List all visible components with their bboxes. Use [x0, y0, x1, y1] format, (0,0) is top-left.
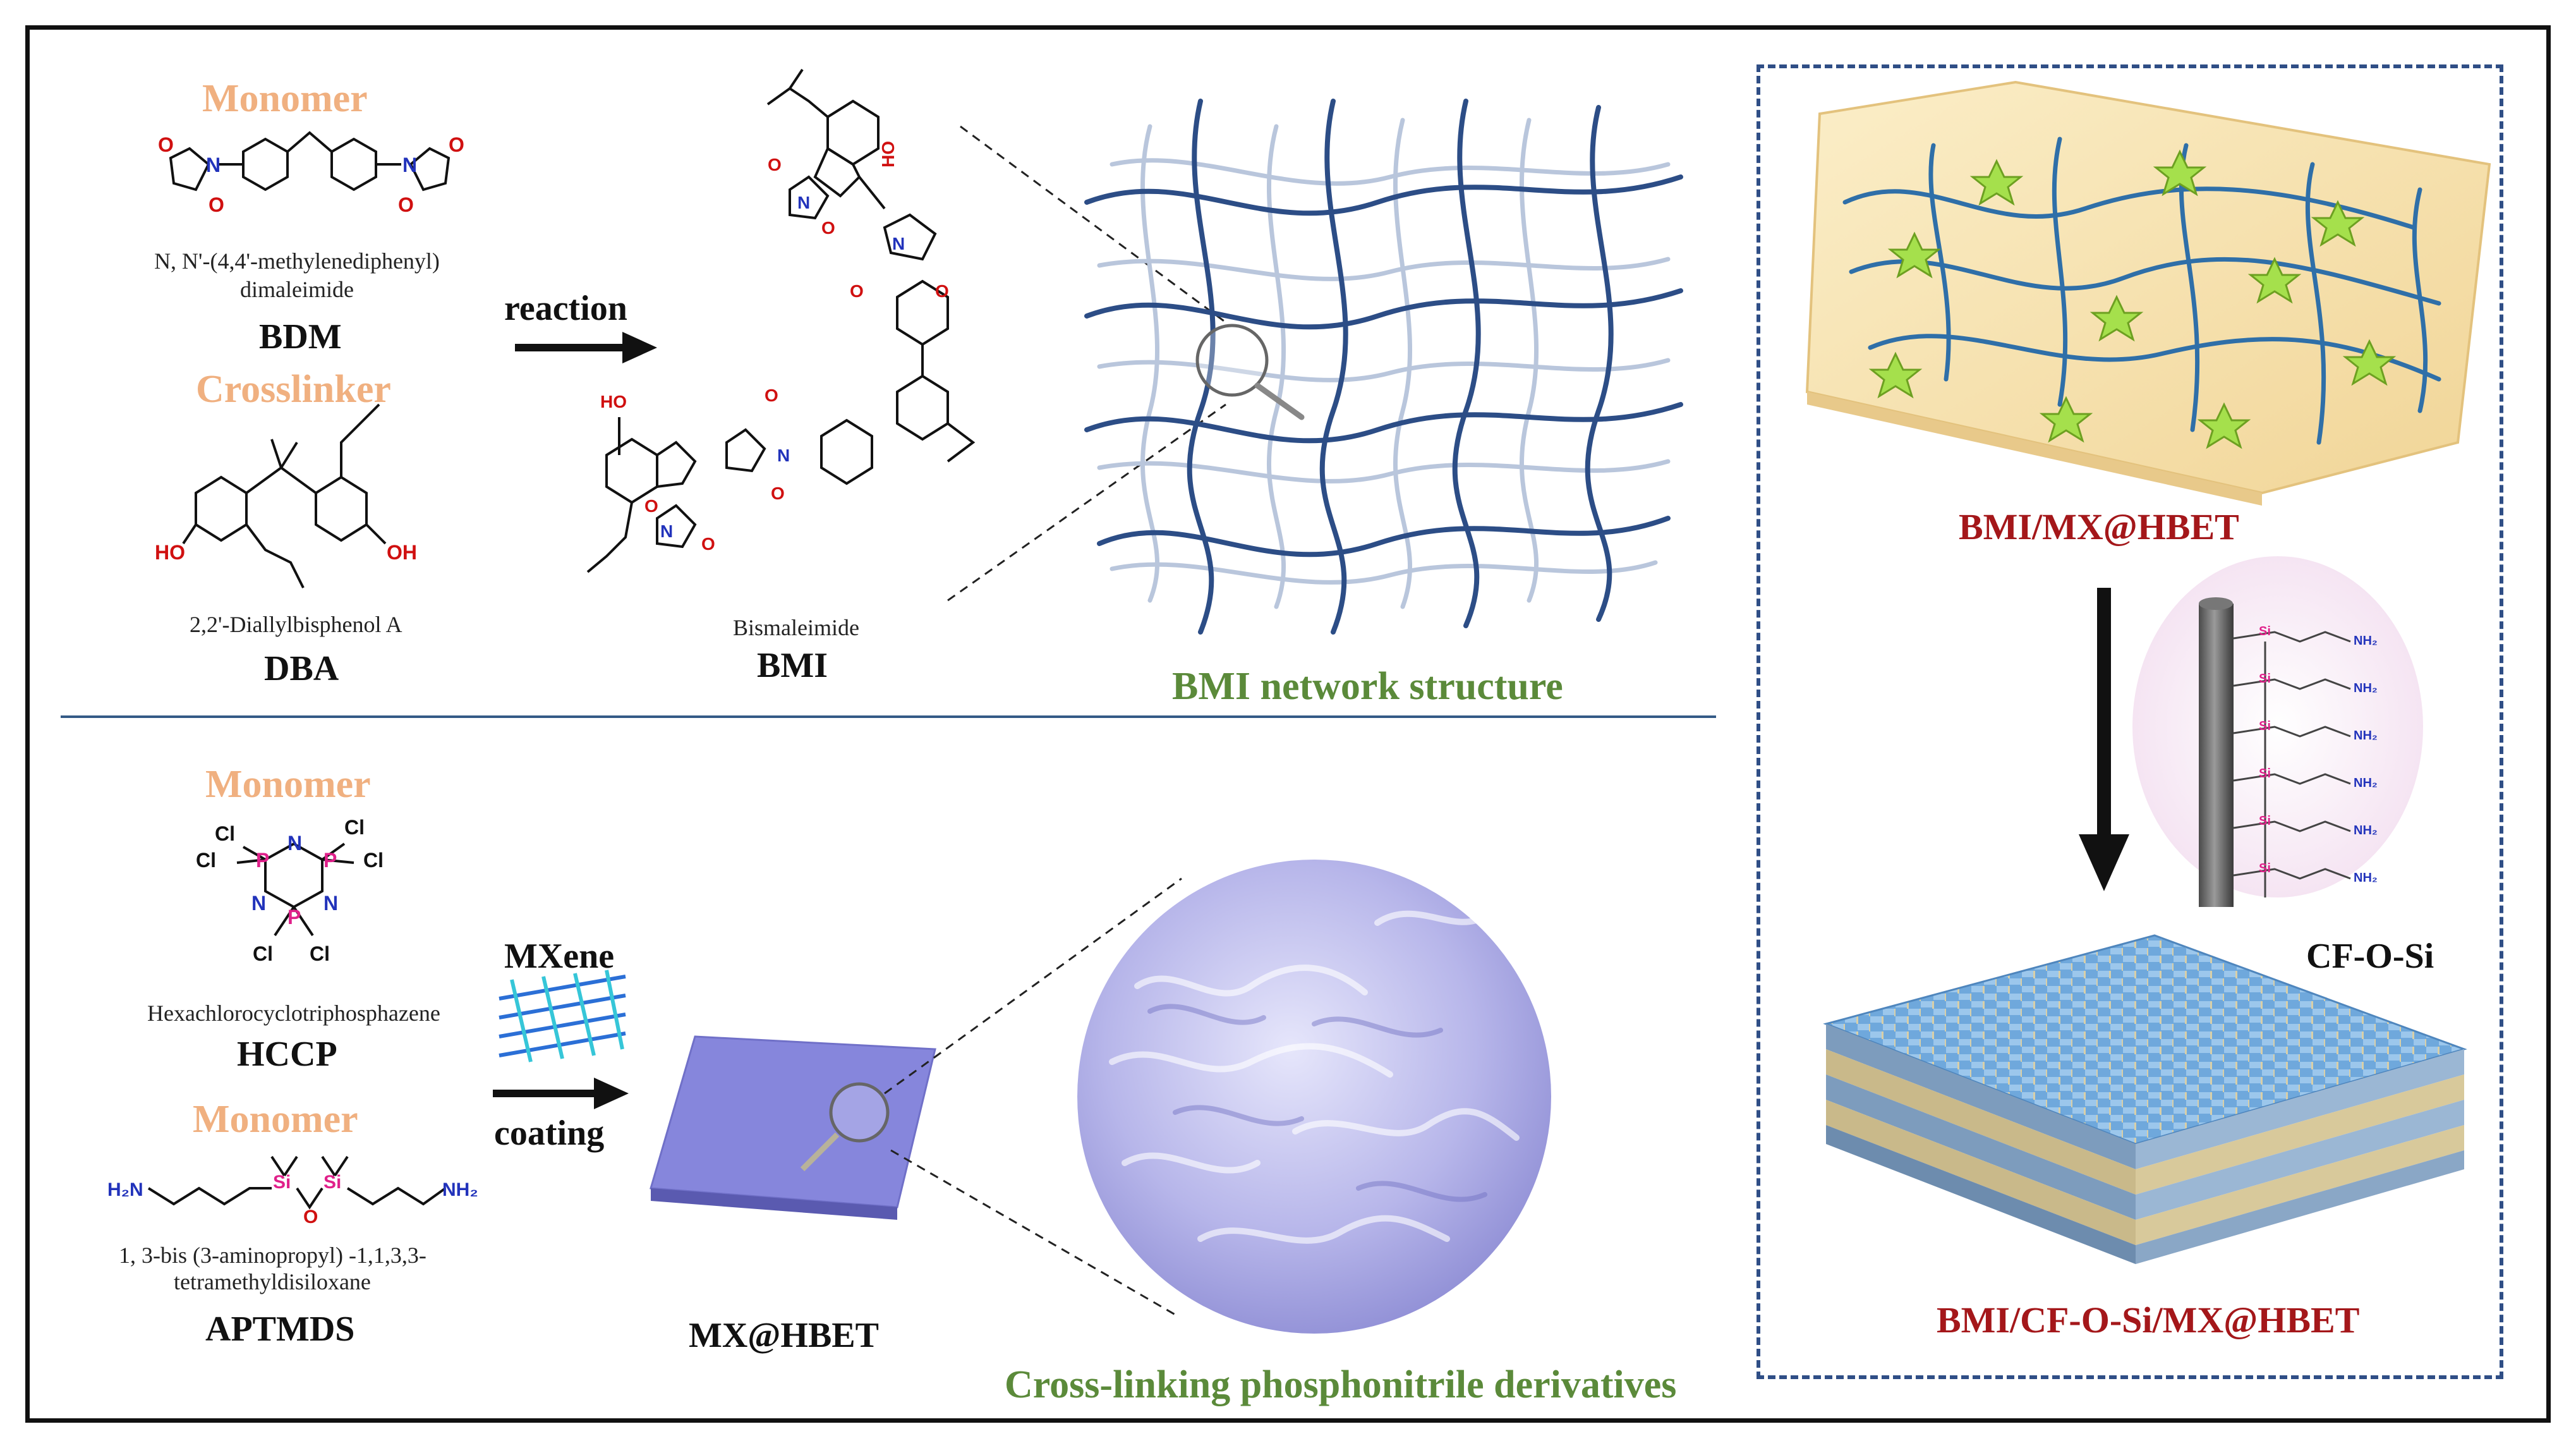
bdm-fullname-line2: dimaleimide [240, 277, 354, 302]
atom-ho: HO [878, 141, 898, 167]
monomer-label-aptmds: Monomer [193, 1098, 358, 1141]
atom-n: N [251, 892, 266, 915]
hccp-fullname: Hexachlorocyclotriphosphazene [147, 1001, 440, 1026]
resin-block [1805, 80, 2491, 506]
atom-nh2: NH₂ [2354, 824, 2378, 837]
right-panel-dashed-box [1757, 64, 2503, 1379]
aptmds-fullname-line1: 1, 3-bis (3-aminopropyl) -1,1,3,3- [119, 1243, 426, 1268]
mx-hbet-surface [650, 1035, 936, 1220]
atom-cl: Cl [363, 849, 384, 872]
coating-label: coating [494, 1114, 605, 1153]
atom-nh2: NH₂ [2354, 871, 2378, 885]
atom-nh2: NH₂ [2354, 681, 2378, 695]
hccp-structure [236, 842, 354, 937]
atom-si: Si [273, 1172, 291, 1193]
atom-si: Si [2259, 624, 2271, 638]
aptmds-label: APTMDS [205, 1310, 355, 1349]
atom-o: O [449, 133, 464, 156]
atom-o: O [303, 1207, 318, 1227]
bdm-structure [169, 131, 450, 192]
atom-nh2: NH₂ [2354, 729, 2378, 743]
mxene-label: MXene [504, 937, 615, 976]
atom-cl: Cl [253, 942, 273, 965]
bdm-fullname-line1: N, N'-(4,4'-methylenediphenyl) [154, 248, 440, 274]
atom-p: P [287, 906, 301, 928]
atom-ho: HO [600, 392, 627, 411]
atom-o: O [771, 484, 785, 503]
atom-o: O [701, 534, 715, 554]
atom-o: O [821, 218, 835, 238]
atom-si: Si [2259, 767, 2271, 781]
atom-si: Si [324, 1172, 341, 1193]
bmi-network [1084, 99, 1683, 635]
bmi-label: BMI [757, 646, 828, 685]
mxene-icon [499, 970, 626, 1062]
crosslinking-caption: Cross-linking phosphonitrile derivatives [1005, 1363, 1677, 1406]
atom-si: Si [2259, 719, 2271, 733]
mx-hbet-label: MX@HBET [689, 1316, 879, 1355]
reaction-arrow [515, 332, 657, 363]
final-composite-label: BMI/CF-O-Si/MX@HBET [1937, 1299, 2360, 1341]
outer-frame [25, 25, 2551, 1423]
atom-si: Si [2259, 814, 2271, 828]
atom-cl: Cl [310, 942, 330, 965]
monomer-label-hccp: Monomer [205, 763, 371, 806]
atom-o: O [398, 193, 414, 216]
atom-n: N [206, 154, 221, 176]
bmi-fullname: Bismaleimide [733, 615, 859, 640]
atom-o: O [768, 155, 782, 174]
atom-nh2: NH₂ [2354, 634, 2378, 648]
atom-cl: Cl [196, 849, 216, 872]
bdm-label: BDM [259, 317, 342, 356]
atom-nh2: NH₂ [2354, 776, 2378, 790]
aptmds-structure [147, 1155, 447, 1210]
atom-cl: Cl [215, 822, 235, 845]
section-divider [61, 715, 1716, 718]
bmi-network-caption: BMI network structure [1172, 665, 1563, 708]
monomer-label-top: Monomer [202, 77, 368, 120]
cf-o-si-fiber: Si Si Si Si Si Si NH₂ NH₂ NH₂ NH₂ NH₂ NH… [2132, 556, 2423, 907]
zoomed-surface-circle [1077, 860, 1551, 1334]
bmi-structure [586, 68, 976, 573]
hccp-label: HCCP [237, 1035, 337, 1074]
atom-ho: HO [155, 541, 185, 564]
cf-o-si-label: CF-O-Si [2306, 937, 2434, 976]
atom-n: N [777, 446, 790, 465]
atom-si: Si [2259, 861, 2271, 875]
atom-n: N [797, 193, 810, 212]
aptmds-fullname-line2: tetramethyldisiloxane [174, 1269, 371, 1294]
atom-o: O [765, 386, 778, 405]
atom-si: Si [2259, 672, 2271, 686]
atom-p: P [324, 849, 337, 872]
zoom-lines-top [947, 125, 1226, 602]
reaction-label: reaction [504, 289, 627, 328]
atom-n: N [324, 892, 338, 915]
atom-n: N [402, 154, 417, 176]
atom-o: O [209, 193, 224, 216]
atom-p: P [256, 849, 269, 872]
atom-oh: OH [387, 541, 417, 564]
atom-o: O [644, 496, 658, 516]
atom-o: O [158, 133, 174, 156]
atom-cl: Cl [344, 816, 365, 839]
atom-n: N [892, 234, 905, 253]
coating-arrow [493, 1078, 629, 1109]
bmi-mx-hbet-label: BMI/MX@HBET [1959, 506, 2239, 547]
process-down-arrow [2079, 588, 2129, 891]
atom-o: O [935, 281, 949, 301]
laminate-composite [1823, 934, 2467, 1264]
atom-h2n: H₂N [107, 1179, 143, 1200]
atom-n: N [660, 521, 673, 541]
atom-o: O [850, 281, 864, 301]
atom-n: N [287, 832, 302, 855]
zoom-lines-bottom [884, 877, 1182, 1316]
crosslinker-label: Crosslinker [196, 368, 391, 411]
dba-label: DBA [264, 649, 339, 688]
dba-fullname: 2,2'-Diallylbisphenol A [190, 612, 402, 637]
dba-structure [182, 403, 387, 588]
atom-nh2: NH₂ [442, 1179, 478, 1200]
